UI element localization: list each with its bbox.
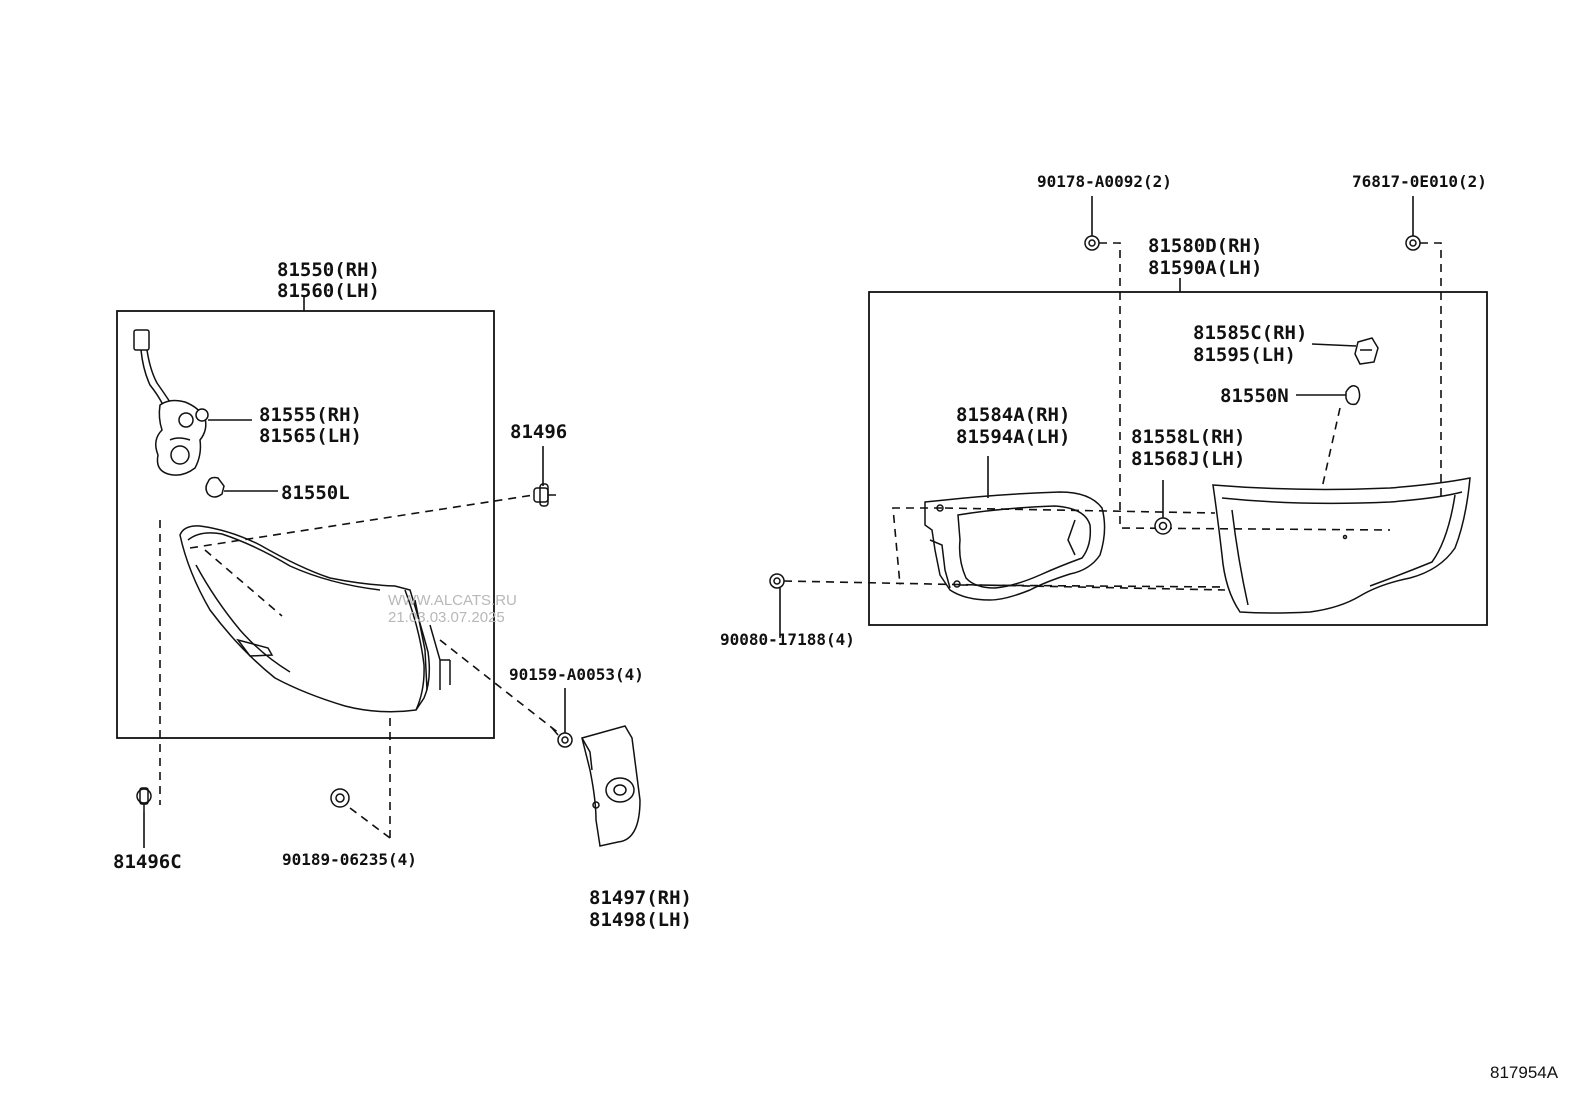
bracket-81497 — [581, 725, 641, 847]
label-81558L: 81558L(RH) — [1131, 426, 1245, 448]
label-90159: 90159-A0053(4) — [509, 665, 644, 684]
label-81560: 81560(LH) — [277, 280, 380, 302]
label-81565: 81565(LH) — [259, 425, 362, 447]
dash-gasket-b — [944, 507, 1216, 514]
dash-gasket-a — [892, 507, 942, 586]
label-81584A: 81584A(RH) — [956, 404, 1070, 426]
clip-90178 — [1084, 235, 1100, 251]
leader-81585C — [1311, 343, 1357, 347]
screw-90159 — [551, 727, 573, 748]
bulb-81550N — [1345, 385, 1361, 406]
dash-90159 — [439, 639, 566, 739]
watermark-line2: 21.03.03.07.2025 — [388, 609, 505, 626]
clip-76817 — [1405, 235, 1421, 251]
dash-gasket-c — [959, 584, 1226, 588]
label-81550: 81550(RH) — [277, 259, 380, 281]
screw-90080 — [769, 573, 785, 589]
gasket-81584A — [924, 491, 1106, 601]
label-81498: 81498(LH) — [589, 909, 692, 931]
label-81590A: 81590A(LH) — [1148, 257, 1262, 279]
assembly-box-81550 — [116, 310, 495, 739]
left-lamp-assembly — [116, 296, 641, 848]
label-81585C: 81585C(RH) — [1193, 322, 1307, 344]
label-76817: 76817-0E010(2) — [1352, 172, 1487, 191]
diagram-ref-code: 817954A — [1490, 1063, 1559, 1082]
lamp-lens-81580D — [1212, 477, 1471, 614]
lamp-lens-81550 — [179, 525, 451, 713]
watermark-line1: WWW.ALCATS.RU — [388, 592, 517, 609]
label-81497: 81497(RH) — [589, 887, 692, 909]
label-81550N: 81550N — [1220, 385, 1289, 407]
label-90178: 90178-A0092(2) — [1037, 172, 1172, 191]
label-81595: 81595(LH) — [1193, 344, 1296, 366]
label-81568J: 81568J(LH) — [1131, 448, 1245, 470]
label-81496C: 81496C — [113, 851, 182, 873]
dash-81496 — [189, 493, 541, 549]
nut-90189 — [330, 788, 350, 808]
socket-wire-81555 — [133, 329, 209, 476]
clip-81496 — [533, 483, 556, 507]
dash-90080 — [783, 580, 1226, 591]
bulb-81550L — [205, 476, 225, 498]
label-81550L: 81550L — [281, 482, 350, 504]
dash-76817 — [1420, 242, 1442, 500]
dash-90189-d — [349, 807, 391, 839]
nut-81558L — [1154, 517, 1172, 535]
label-81580D: 81580D(RH) — [1148, 235, 1262, 257]
dash-81550N — [1321, 407, 1341, 489]
socket-81585C — [1354, 337, 1379, 365]
right-lamp-assembly — [769, 196, 1488, 638]
label-81594A: 81594A(LH) — [956, 426, 1070, 448]
label-90080: 90080-17188(4) — [720, 630, 855, 649]
clip-81496C — [136, 787, 152, 812]
dash-center — [204, 549, 283, 617]
label-81496: 81496 — [510, 421, 567, 443]
dash-90178 — [1099, 242, 1391, 531]
assembly-box-81580D — [868, 291, 1488, 626]
label-81555: 81555(RH) — [259, 404, 362, 426]
label-90189: 90189-06235(4) — [282, 850, 417, 869]
